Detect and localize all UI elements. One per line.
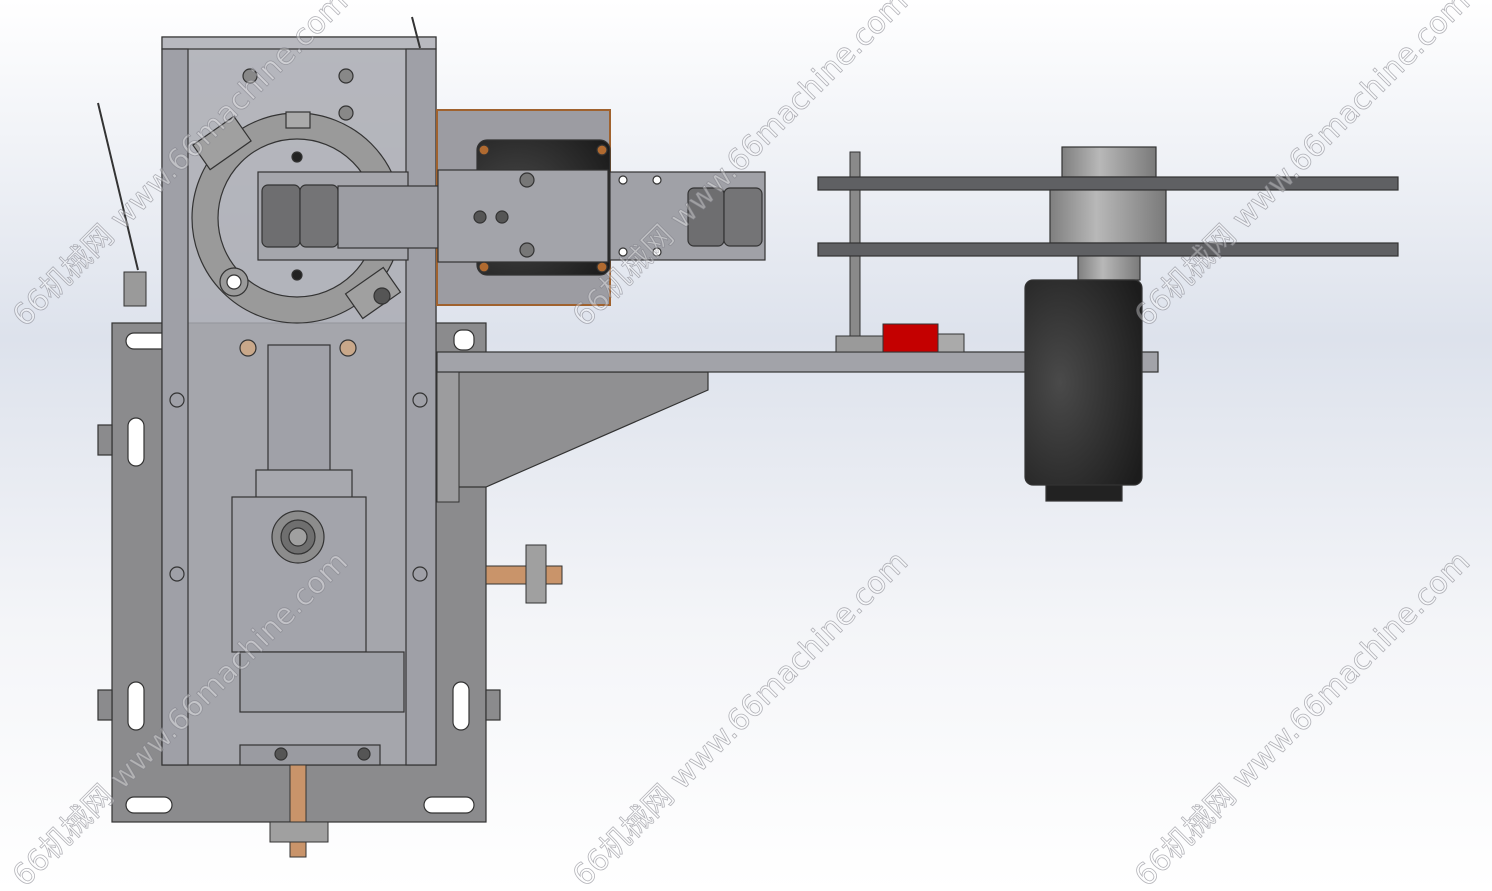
roller-arm bbox=[257, 169, 766, 263]
linkage-and-gearbox bbox=[231, 339, 405, 713]
platform-beam bbox=[436, 351, 1159, 373]
bracket-flange bbox=[436, 371, 460, 503]
turntable-assembly bbox=[817, 146, 1399, 502]
gear-motor bbox=[1024, 279, 1143, 486]
sensor-red bbox=[882, 323, 939, 353]
sensor-mount bbox=[937, 333, 965, 353]
post-base bbox=[835, 335, 885, 353]
limit-switch bbox=[97, 16, 421, 307]
copper-shafts bbox=[269, 544, 563, 858]
